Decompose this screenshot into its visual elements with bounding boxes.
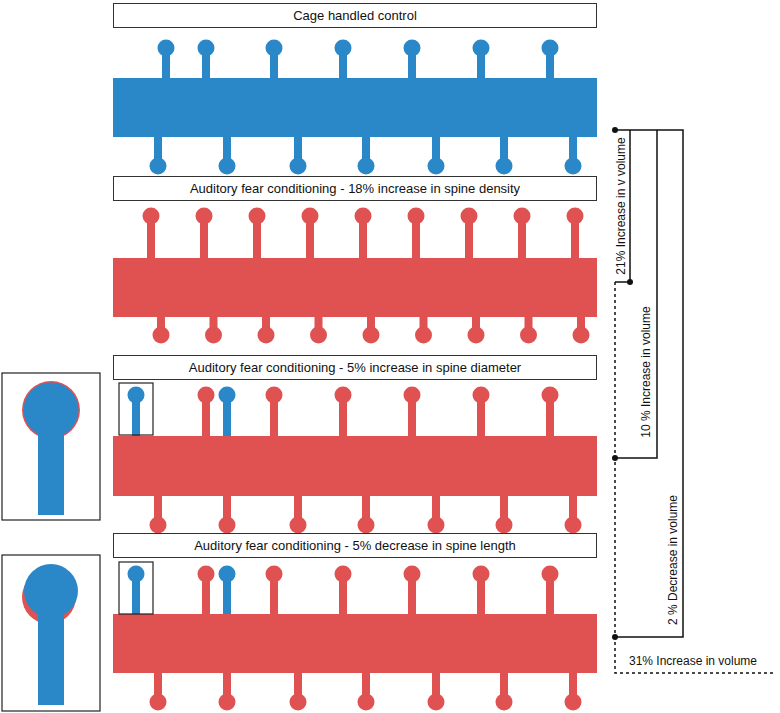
highlight-box (119, 562, 153, 614)
comparison-bracket (615, 130, 775, 673)
spine-head (150, 517, 167, 534)
spine-head (542, 40, 559, 57)
spine-head (520, 327, 537, 344)
spine-head (153, 327, 170, 344)
spine-head (335, 387, 352, 404)
spine-head (219, 517, 236, 534)
inset-box (2, 373, 100, 520)
spine-head (473, 387, 490, 404)
box-title: Cage handled control (293, 8, 417, 23)
spine-head (198, 40, 215, 57)
spine-neck (38, 425, 64, 515)
spine-head (150, 694, 167, 711)
box-title: Auditory fear conditioning - 5% decrease… (194, 538, 516, 553)
spine-head (404, 387, 421, 404)
bracket-label: 31% Increase in volume (627, 654, 759, 668)
spine-head (219, 387, 236, 404)
spine-head (565, 694, 582, 711)
spine-head (363, 327, 380, 344)
spine-head (428, 694, 445, 711)
spine-head (128, 387, 145, 404)
spine-head (514, 208, 531, 225)
spine-head (128, 566, 145, 583)
dendrite-shaft (113, 258, 597, 317)
spine-head (542, 387, 559, 404)
spine-head (198, 387, 215, 404)
spine-head (461, 208, 478, 225)
spine-head (158, 40, 175, 57)
title-box: Cage handled control (113, 3, 597, 28)
spine-head (290, 517, 307, 534)
box-title: Auditory fear conditioning - 5% increase… (189, 360, 521, 375)
spine-head (496, 517, 513, 534)
spine-head (219, 158, 236, 175)
spine-head (428, 517, 445, 534)
spine-neck (38, 605, 64, 705)
title-box: Auditory fear conditioning - 5% increase… (113, 355, 597, 380)
spine-head (219, 694, 236, 711)
spine-head (358, 517, 375, 534)
spine-head (266, 387, 283, 404)
spine-head (335, 40, 352, 57)
dendrite-shaft (113, 614, 597, 673)
inset-box (2, 555, 100, 711)
spine-head (219, 566, 236, 583)
spine-head (355, 208, 372, 225)
spine-head (408, 208, 425, 225)
spine-head (473, 566, 490, 583)
spine-head (473, 40, 490, 57)
spine-head (302, 208, 319, 225)
bracket-label: 10 % Increase in volume (639, 304, 653, 439)
spine-head (290, 158, 307, 175)
highlight-box (119, 383, 153, 435)
dendrite-shaft (113, 78, 597, 137)
spine-head (266, 566, 283, 583)
spine-head (404, 40, 421, 57)
spine-head (249, 208, 266, 225)
spine-head (565, 158, 582, 175)
bracket-label: 21% Increase in v volume (614, 135, 628, 276)
spine-head (573, 327, 590, 344)
box-title: Auditory fear conditioning - 18% increas… (190, 181, 520, 196)
spine-head (358, 694, 375, 711)
spine-head (310, 327, 327, 344)
spine-head (496, 158, 513, 175)
spine-head (404, 566, 421, 583)
spine-head (335, 566, 352, 583)
spine-head (290, 694, 307, 711)
spine-head (496, 694, 513, 711)
dendrite-shaft (113, 436, 597, 496)
spine-head (266, 40, 283, 57)
spine-head (143, 208, 160, 225)
spine-head (468, 327, 485, 344)
spine-head (205, 327, 222, 344)
spine-head (258, 327, 275, 344)
spine-head (567, 208, 584, 225)
spine-head (415, 327, 432, 344)
spine-head (196, 208, 213, 225)
bracket-label: 2 % Decrease in volume (666, 493, 680, 627)
spine-head (542, 566, 559, 583)
title-box: Auditory fear conditioning - 18% increas… (113, 176, 597, 201)
spine-head (150, 158, 167, 175)
spine-head (428, 158, 445, 175)
spine-head (358, 158, 375, 175)
spine-head (565, 517, 582, 534)
title-box: Auditory fear conditioning - 5% decrease… (113, 533, 597, 558)
spine-head (198, 566, 215, 583)
